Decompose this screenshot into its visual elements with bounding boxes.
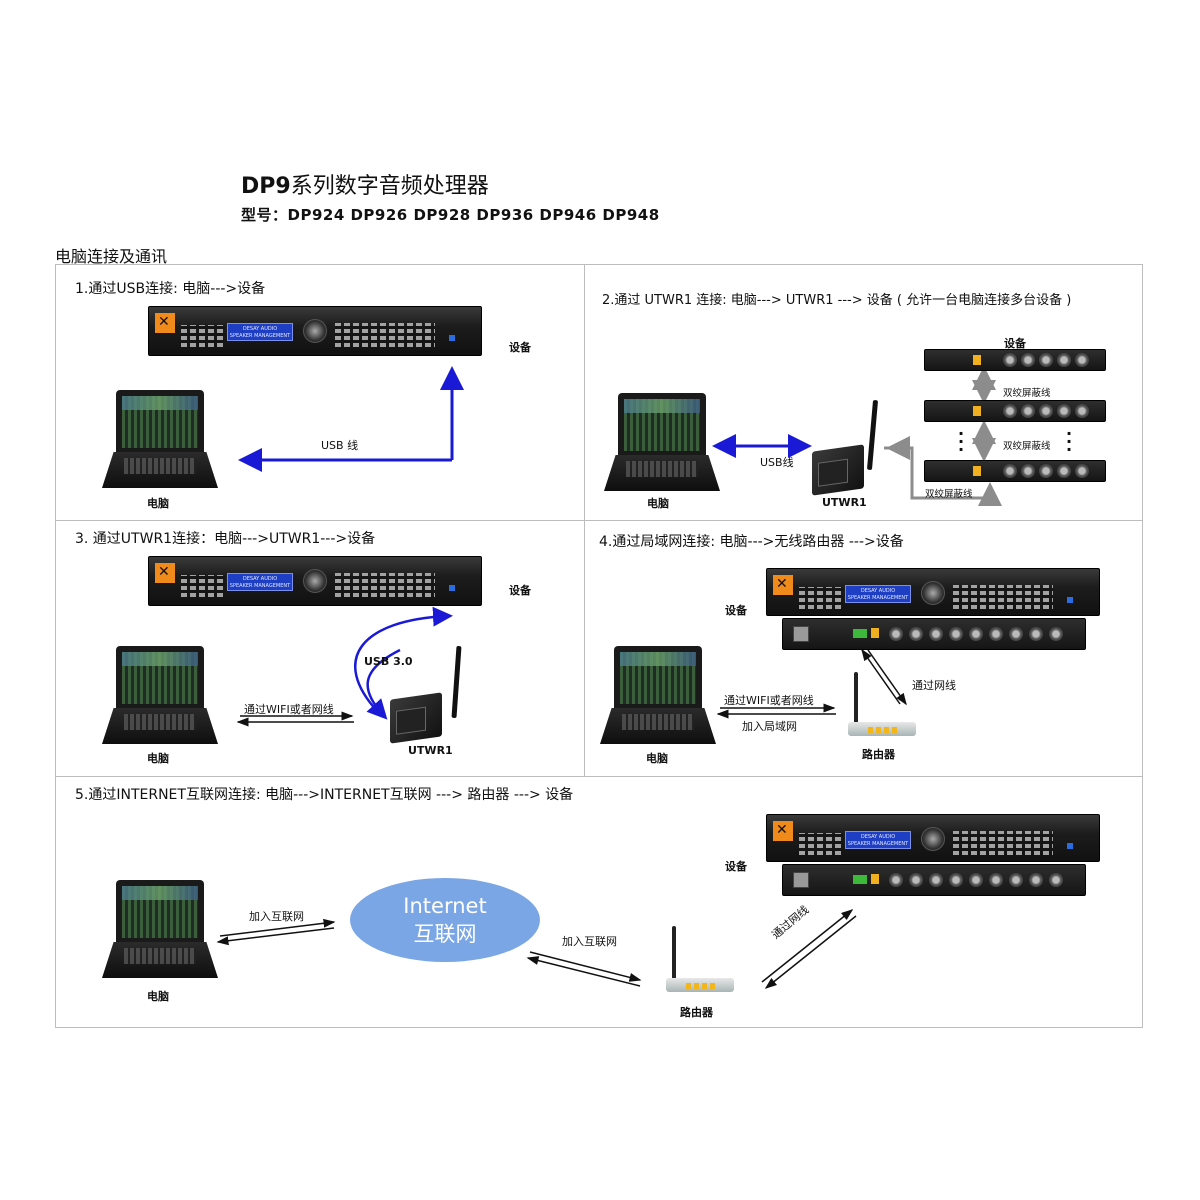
p5-router-label: 路由器	[680, 1006, 713, 1019]
frame-col	[584, 264, 585, 777]
p3-pc-label: 电脑	[147, 752, 169, 765]
frame-left	[55, 264, 56, 1028]
p5-join1-r	[219, 918, 336, 937]
volume-knob-icon	[921, 581, 945, 605]
model-list: 型号：DP924 DP926 DP928 DP936 DP946 DP948	[241, 206, 660, 224]
p4-rear-panel	[782, 618, 1086, 650]
p2-cable-label-1: 双绞屏蔽线	[1003, 388, 1051, 399]
p1-pc-label: 电脑	[147, 497, 169, 510]
p4-net-cable-label: 通过网线	[912, 679, 956, 692]
p4-net-down	[867, 649, 907, 706]
lcd-line1: DESAY AUDIO	[860, 588, 896, 594]
panel1-title: 1.通过USB连接: 电脑--->设备	[75, 281, 266, 297]
lcd-line1: DESAY AUDIO	[242, 326, 278, 332]
brand-logo-icon	[155, 313, 175, 333]
usb-port-icon	[1067, 597, 1073, 603]
p3-utwr1-label: UTWR1	[408, 744, 453, 757]
volume-knob-icon	[303, 319, 327, 343]
lcd-line2: SPEAKER MANAGEMENT	[229, 333, 291, 339]
p1-usb-cable-label: USB 线	[321, 439, 359, 452]
p2-rear-device-2	[924, 400, 1106, 422]
usb-port-icon	[449, 585, 455, 591]
volume-knob-icon	[303, 569, 327, 593]
p2-cable-label-3: 双绞屏蔽线	[925, 489, 973, 500]
p5-join1-label: 加入互联网	[249, 910, 304, 923]
frame-top	[55, 264, 1143, 265]
internet-cloud-en: Internet	[403, 894, 487, 918]
p2-utwr1-label: UTWR1	[822, 496, 867, 509]
p4-device-label: 设备	[725, 604, 747, 617]
p5-laptop-icon	[102, 880, 218, 978]
p5-rear-panel	[782, 864, 1086, 896]
p4-net-up	[861, 648, 901, 705]
p4-laptop-icon	[600, 646, 716, 744]
panel3-title: 3. 通过UTWR1连接：电脑--->UTWR1--->设备	[75, 531, 376, 547]
p4-lan-label: 加入局域网	[742, 720, 797, 733]
p5-router-icon	[666, 926, 738, 992]
p3-device-label: 设备	[509, 584, 531, 597]
panel2-title: 2.通过 UTWR1 连接: 电脑---> UTWR1 ---> 设备 ( 允许…	[602, 293, 1072, 308]
p2-dots-left: ···	[958, 424, 965, 459]
p2-pc-label: 电脑	[647, 497, 669, 510]
p5-join2-r	[529, 951, 642, 982]
frame-bottom	[55, 1027, 1143, 1028]
p2-laptop-icon	[604, 393, 720, 491]
lcd-line2: SPEAKER MANAGEMENT	[847, 841, 909, 847]
p4-wifi-label: 通过WIFI或者网线	[724, 694, 814, 707]
p5-net-down	[764, 915, 857, 989]
p5-pc-label: 电脑	[147, 990, 169, 1003]
frame-right	[1142, 264, 1143, 1028]
p3-laptop-icon	[102, 646, 218, 744]
p5-join1-l	[216, 927, 335, 946]
p5-device-label: 设备	[725, 860, 747, 873]
p4-router-label: 路由器	[862, 748, 895, 761]
brand-logo-icon	[773, 575, 793, 595]
p2-utwr1-icon	[812, 399, 882, 496]
p3-usb3-curve-start	[366, 648, 401, 720]
volume-knob-icon	[921, 827, 945, 851]
p4-pc-label: 电脑	[646, 752, 668, 765]
panel4-title: 4.通过局域网连接: 电脑--->无线路由器 --->设备	[599, 534, 904, 550]
lcd-line2: SPEAKER MANAGEMENT	[229, 583, 291, 589]
title-text: 系列数字音频处理器	[290, 174, 489, 199]
lcd-line2: SPEAKER MANAGEMENT	[847, 595, 909, 601]
p5-join2-label: 加入互联网	[562, 935, 617, 948]
frame-row1	[55, 520, 1143, 521]
p4-router-icon	[848, 672, 918, 736]
p1-device-label: 设备	[509, 341, 531, 354]
p2-rear-device-3	[924, 460, 1106, 482]
usb-port-icon	[1067, 843, 1073, 849]
p5-net-up	[761, 909, 854, 983]
p2-cable-label-2: 双绞屏蔽线	[1003, 441, 1051, 452]
p2-device-label: 设备	[1004, 337, 1026, 350]
frame-row2	[55, 776, 1143, 777]
brand-logo-icon	[155, 563, 175, 583]
p3-usb3-curve	[354, 606, 453, 713]
panel5-title: 5.通过INTERNET互联网连接: 电脑--->INTERNET互联网 ---…	[75, 787, 574, 803]
p5-join2-l	[526, 956, 641, 987]
p2-rear-device-1	[924, 349, 1106, 371]
section-heading: 电脑连接及通讯	[55, 247, 168, 266]
document-title: DP9系列数字音频处理器	[241, 168, 489, 200]
p1-laptop-icon	[102, 390, 218, 488]
p3-utwr1-icon	[390, 645, 466, 744]
usb-port-icon	[449, 335, 455, 341]
p2-usb-label: USB线	[760, 456, 794, 469]
internet-cloud-cn: 互联网	[413, 922, 477, 946]
title-model-prefix: DP9	[241, 174, 291, 199]
lcd-line1: DESAY AUDIO	[242, 576, 278, 582]
lcd-line1: DESAY AUDIO	[860, 834, 896, 840]
p3-usb3-label: USB 3.0	[364, 655, 413, 668]
p3-wifi-label: 通过WIFI或者网线	[244, 703, 334, 716]
p2-dots-right: ···	[1066, 424, 1073, 459]
internet-cloud-icon: Internet 互联网	[350, 878, 540, 962]
brand-logo-icon	[773, 821, 793, 841]
